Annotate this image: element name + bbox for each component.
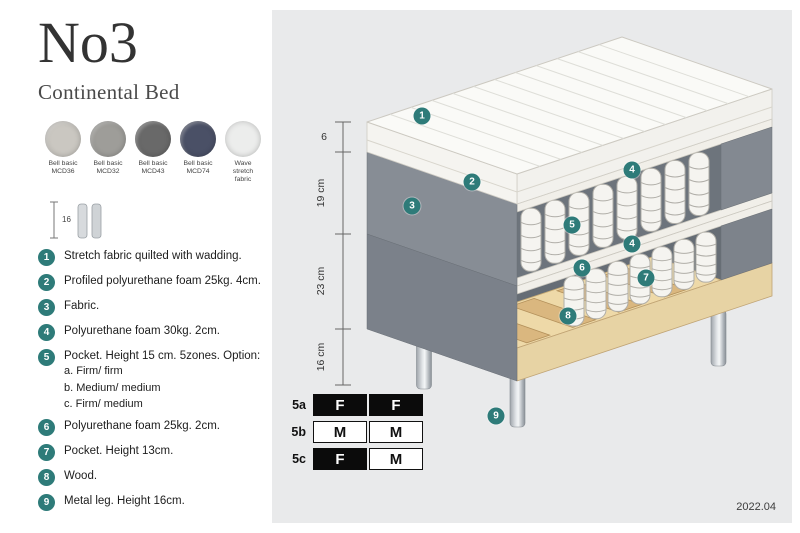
legend-badge-2: 2 [38,274,55,292]
firmness-row-5c: 5c F M [284,448,423,470]
swatch-code: stretch fabric [232,168,254,184]
fabric-swatch: Wave stretch fabric [224,121,262,184]
legend-item-9: 9 Metal leg. Height 16cm. [38,494,272,512]
firmness-cell: M [369,448,423,470]
dimension-label-middle: 19 cm [315,178,327,207]
middle-box-fabric-right [720,126,773,211]
callout-4-upper: 4 [623,161,641,179]
fabric-swatch: Bell basic MCD74 [179,121,217,184]
legend-item-1: 1 Stretch fabric quilted with wadding. [38,249,272,267]
firmness-row-label: 5c [292,452,306,466]
product-subtitle: Continental Bed [38,80,180,104]
legend-badge-5: 5 [38,349,55,367]
legend-option-a: a. Firm/ firm [64,365,123,378]
illustration-panel: 6 19 cm 23 cm 16 cm [272,10,792,523]
swatch-name: Bell basic [48,160,78,167]
fabric-swatch-circle [180,121,216,157]
swatch-code: MCD43 [141,168,165,176]
dimension-label-top: 6 [321,131,327,143]
legend-badge-9: 9 [38,494,55,512]
legend-text-6: Polyurethane foam 25kg. 2cm. [64,420,220,433]
legend-text-7: Pocket. Height 13cm. [64,445,174,458]
fabric-swatch-circle [135,121,171,157]
legend-badge-8: 8 [38,469,55,487]
swatch-name: Bell basic [93,160,123,167]
leg-height-pictogram: 16 [46,196,272,244]
callout-3: 3 [403,197,421,215]
firmness-cell: M [313,421,367,443]
profiled-foam-divider [366,106,773,193]
legend-item-7: 7 Pocket. Height 13cm. [38,444,272,462]
swatch-name: Bell basic [138,160,168,167]
callout-1: 1 [413,107,431,125]
legend-list: 1 Stretch fabric quilted with wadding. 2… [38,249,272,512]
metal-leg-right [710,309,727,367]
callout-5: 5 [563,216,581,234]
legend-badge-3: 3 [38,299,55,317]
fabric-swatch-circle [225,121,261,157]
swatch-code: MCD36 [51,168,75,176]
swatch-code: MCD74 [186,168,210,176]
dimension-bracket [335,121,351,386]
callout-7: 7 [637,269,655,287]
firmness-options-table: 5a F F 5b M M 5c F M [284,394,423,475]
callout-9: 9 [487,407,505,425]
callout-6: 6 [573,259,591,277]
fabric-swatch: Bell basic MCD32 [89,121,127,184]
firmness-cell: F [313,394,367,416]
legend-text-3: Fabric. [64,300,100,313]
swatch-name: Bell basic [183,160,213,167]
legend-text-5: Pocket. Height 15 cm. 5zones. Option: a.… [64,350,260,411]
firmness-cell: M [369,421,423,443]
info-sidebar: No3 Continental Bed Bell basic MCD36 Bel… [0,0,272,533]
legend-item-4: 4 Polyurethane foam 30kg. 2cm. [38,324,272,342]
quilt-stitch-lines [389,44,750,167]
legend-badge-4: 4 [38,324,55,342]
legend-text-4: Polyurethane foam 30kg. 2cm. [64,325,220,338]
legend-item-6: 6 Polyurethane foam 25kg. 2cm. [38,419,272,437]
legend-option-b: b. Medium/ medium [64,381,161,394]
firmness-cell: F [369,394,423,416]
version-label: 2022.04 [736,501,776,513]
swatch-code: MCD32 [96,168,120,176]
swatch-name: Wave [234,160,252,167]
callout-4-lower: 4 [623,235,641,253]
legend-badge-1: 1 [38,249,55,267]
fabric-swatches: Bell basic MCD36 Bell basic MCD32 Bell b… [44,121,272,184]
legend-badge-7: 7 [38,444,55,462]
firmness-row-label: 5b [291,425,306,439]
legend-text-1: Stretch fabric quilted with wadding. [64,250,242,263]
legend-text-8: Wood. [64,470,98,483]
fabric-swatch-circle [45,121,81,157]
callout-8: 8 [559,307,577,325]
dimension-label-base: 23 cm [315,266,327,295]
legend-text-2: Profiled polyurethane foam 25kg. 4cm. [64,275,261,288]
legend-item-5: 5 Pocket. Height 15 cm. 5zones. Option: … [38,349,272,411]
legend-item-2: 2 Profiled polyurethane foam 25kg. 4cm. [38,274,272,292]
fabric-swatch: Bell basic MCD36 [44,121,82,184]
dimension-label-legs: 16 cm [315,342,327,371]
fabric-swatch: Bell basic MCD43 [134,121,172,184]
fabric-swatch-circle [90,121,126,157]
legend-option-c: c. Firm/ medium [64,398,143,411]
firmness-row-5b: 5b M M [284,421,423,443]
firmness-row-label: 5a [292,398,306,412]
leg-height-value: 16 [62,215,71,224]
product-title: No3 [38,10,138,75]
legend-item-8: 8 Wood. [38,469,272,487]
base-box-fabric-left [366,233,518,382]
firmness-row-5a: 5a F F [284,394,423,416]
legend-badge-6: 6 [38,419,55,437]
base-box-fabric-right [720,208,773,281]
legend-text-5-main: Pocket. Height 15 cm. 5zones. Option: [64,350,261,363]
firmness-cell: F [313,448,367,470]
leg-pictogram-graphic: 16 [50,201,102,239]
legend-text-9: Metal leg. Height 16cm. [64,495,185,508]
legend-item-3: 3 Fabric. [38,299,272,317]
callout-2: 2 [463,173,481,191]
